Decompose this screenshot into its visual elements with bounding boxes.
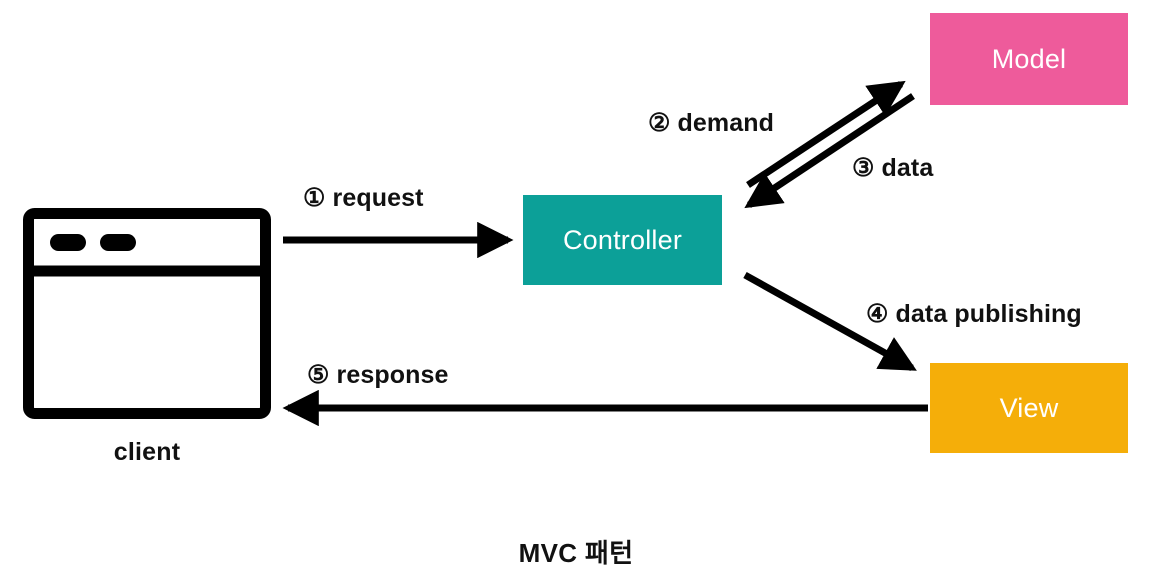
- edge-label-data-publishing: ④ data publishing: [866, 300, 1082, 328]
- node-client[interactable]: [23, 208, 271, 419]
- node-model[interactable]: Model: [930, 13, 1128, 105]
- node-client-label: client: [113, 438, 181, 466]
- diagram-caption: MVC 패턴: [518, 538, 634, 568]
- node-controller[interactable]: Controller: [523, 195, 722, 285]
- node-controller-label: Controller: [562, 224, 683, 255]
- edge-label-request: ① request: [303, 184, 424, 212]
- node-view[interactable]: View: [930, 363, 1128, 453]
- node-model-label: Model: [991, 43, 1067, 74]
- browser-window-icon: [23, 208, 271, 419]
- arrow-data-publishing: [743, 271, 917, 372]
- edge-label-demand: ② demand: [648, 109, 775, 137]
- edge-label-response: ⑤ response: [307, 361, 449, 389]
- arrow-demand: [746, 80, 906, 188]
- edge-label-data: ③ data: [852, 154, 934, 182]
- arrow-data: [744, 93, 915, 209]
- node-view-label: View: [999, 392, 1059, 423]
